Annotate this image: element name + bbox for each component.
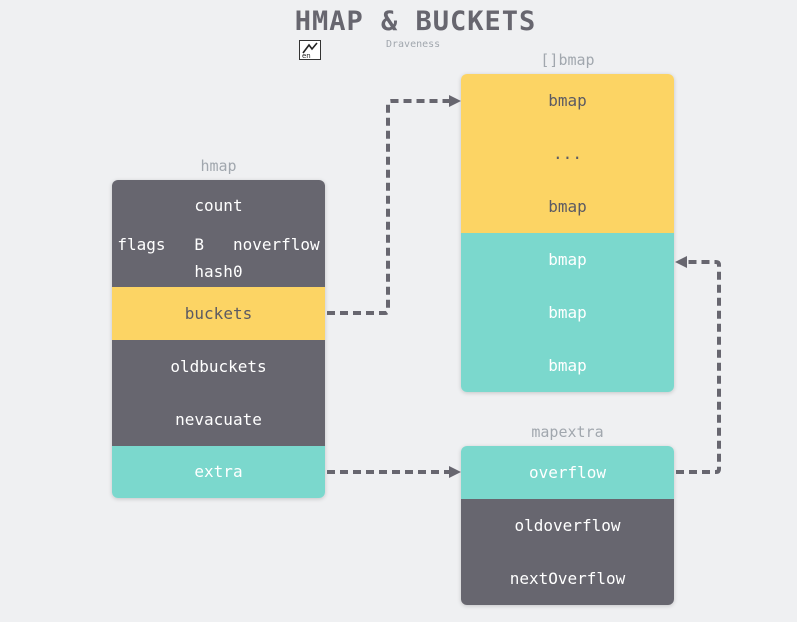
mapextra-overflow: overflow xyxy=(461,446,674,499)
bmap-overflow-cell: bmap xyxy=(461,339,674,392)
hmap-oldbuckets: oldbuckets xyxy=(112,340,325,393)
hmap-header-group xyxy=(112,180,325,287)
svg-text:en: en xyxy=(302,52,311,59)
hmap-count: count xyxy=(194,196,243,215)
hmap-nevacuate: nevacuate xyxy=(112,393,325,446)
buckets-to-bmap-arrow xyxy=(327,99,450,315)
mapextra-nextoverflow: nextOverflow xyxy=(461,552,674,605)
hmap-extra: extra xyxy=(112,446,325,498)
bmap-array-label: []bmap xyxy=(540,51,595,69)
arrowhead-icon xyxy=(675,256,687,268)
diagram-title: HMAP & BUCKETS xyxy=(294,6,537,37)
hmap-struct: count flags B noverflow hash0 buckets ol… xyxy=(112,180,325,498)
hmap-buckets: buckets xyxy=(112,287,325,340)
hmap-hash0: hash0 xyxy=(194,262,243,281)
mapextra-struct: overflow oldoverflow nextOverflow xyxy=(461,446,674,605)
bmap-cell: bmap xyxy=(461,180,674,233)
hmap-flags-b-noverflow: flags B noverflow xyxy=(117,235,320,254)
author-credit: Draveness xyxy=(386,39,441,50)
bmap-cell: bmap xyxy=(461,74,674,127)
translate-logo-icon: en xyxy=(299,40,321,60)
arrowhead-icon xyxy=(449,466,461,478)
mapextra-label: mapextra xyxy=(531,423,604,441)
arrowhead-icon xyxy=(449,95,461,107)
bmap-ellipsis: ... xyxy=(461,127,674,180)
overflow-to-bmap-arrow xyxy=(676,260,721,474)
bmap-overflow-cell: bmap xyxy=(461,233,674,286)
bmap-array: bmap ... bmap bmap bmap bmap xyxy=(461,74,674,392)
hmap-label: hmap xyxy=(200,157,237,175)
mapextra-oldoverflow: oldoverflow xyxy=(461,499,674,552)
bmap-overflow-cell: bmap xyxy=(461,286,674,339)
